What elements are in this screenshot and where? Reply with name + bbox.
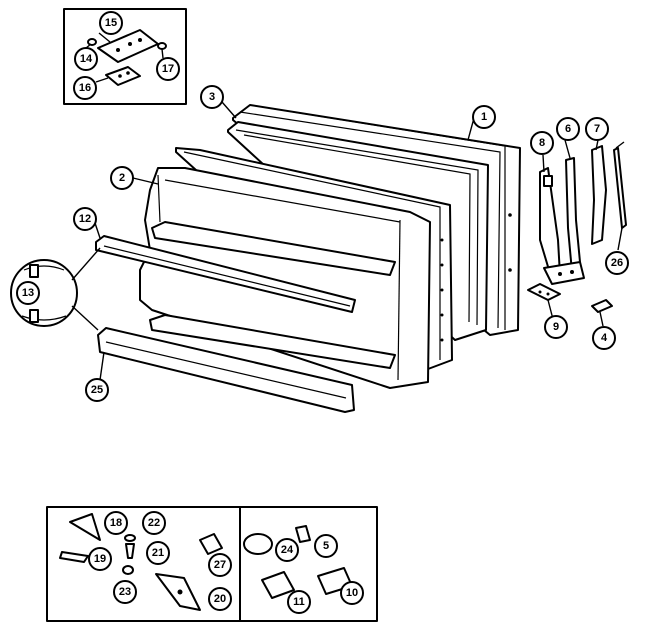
callout-6: 6 bbox=[556, 117, 580, 141]
callout-12: 12 bbox=[73, 207, 97, 231]
callout-13: 13 bbox=[16, 281, 40, 305]
callout-2: 2 bbox=[110, 166, 134, 190]
callout-1: 1 bbox=[472, 105, 496, 129]
callout-19: 19 bbox=[88, 547, 112, 571]
callout-24: 24 bbox=[275, 538, 299, 562]
callout-2-label: 2 bbox=[119, 172, 125, 184]
callout-4-label: 4 bbox=[601, 332, 608, 344]
callout-18: 18 bbox=[104, 511, 128, 535]
callout-5-label: 5 bbox=[323, 540, 329, 552]
callout-10-label: 10 bbox=[346, 587, 358, 599]
callout-27-label: 27 bbox=[214, 559, 226, 571]
callout-17-label: 17 bbox=[162, 63, 174, 75]
callout-23: 23 bbox=[113, 580, 137, 604]
callout-7: 7 bbox=[585, 117, 609, 141]
callout-8-label: 8 bbox=[539, 137, 545, 149]
callout-7-label: 7 bbox=[594, 123, 600, 135]
callout-26: 26 bbox=[605, 251, 629, 275]
callout-1-label: 1 bbox=[481, 111, 487, 123]
callout-21-label: 21 bbox=[152, 547, 164, 559]
hinge-plate-9 bbox=[527, 283, 561, 301]
callout-23-label: 23 bbox=[119, 586, 131, 598]
callout-24-label: 24 bbox=[281, 544, 294, 556]
callout-22-label: 22 bbox=[148, 517, 160, 529]
callout-19-label: 19 bbox=[94, 553, 106, 565]
callout-17: 17 bbox=[156, 57, 180, 81]
callout-13-label: 13 bbox=[22, 287, 34, 299]
callout-18-label: 18 bbox=[110, 517, 122, 529]
callout-12-label: 12 bbox=[79, 213, 91, 225]
callout-26-label: 26 bbox=[611, 257, 623, 269]
callout-11-label: 11 bbox=[293, 596, 305, 608]
callout-11: 11 bbox=[287, 590, 311, 614]
callout-10: 10 bbox=[340, 581, 364, 605]
shelf-bar bbox=[95, 235, 356, 313]
callout-15-label: 15 bbox=[105, 17, 117, 29]
callout-5: 5 bbox=[314, 534, 338, 558]
handle-rod-26 bbox=[613, 141, 627, 229]
callout-16-label: 16 bbox=[79, 82, 91, 94]
callout-9: 9 bbox=[544, 315, 568, 339]
callout-3: 3 bbox=[200, 85, 224, 109]
callout-4: 4 bbox=[592, 326, 616, 350]
callout-15: 15 bbox=[99, 11, 123, 35]
callout-16: 16 bbox=[73, 76, 97, 100]
callout-14: 14 bbox=[74, 47, 98, 71]
detail-magnifier bbox=[10, 247, 101, 331]
callout-3-label: 3 bbox=[209, 91, 215, 103]
hinge-bracket-6 bbox=[543, 157, 585, 285]
callout-14-label: 14 bbox=[80, 53, 93, 65]
lower-bar bbox=[97, 327, 355, 413]
callout-25: 25 bbox=[85, 378, 109, 402]
lower-shelf bbox=[149, 314, 396, 369]
callout-6-label: 6 bbox=[565, 123, 571, 135]
callout-21: 21 bbox=[146, 541, 170, 565]
hinge-strap-8 bbox=[539, 167, 561, 281]
door-liner bbox=[139, 167, 431, 389]
callout-20: 20 bbox=[208, 587, 232, 611]
callout-27: 27 bbox=[208, 553, 232, 577]
plug-4 bbox=[591, 299, 613, 313]
callout-20-label: 20 bbox=[214, 593, 226, 605]
hinge-cover-7 bbox=[591, 145, 607, 245]
callout-8: 8 bbox=[530, 131, 554, 155]
callout-9-label: 9 bbox=[553, 321, 559, 333]
callout-25-label: 25 bbox=[91, 384, 103, 396]
callout-22: 22 bbox=[142, 511, 166, 535]
